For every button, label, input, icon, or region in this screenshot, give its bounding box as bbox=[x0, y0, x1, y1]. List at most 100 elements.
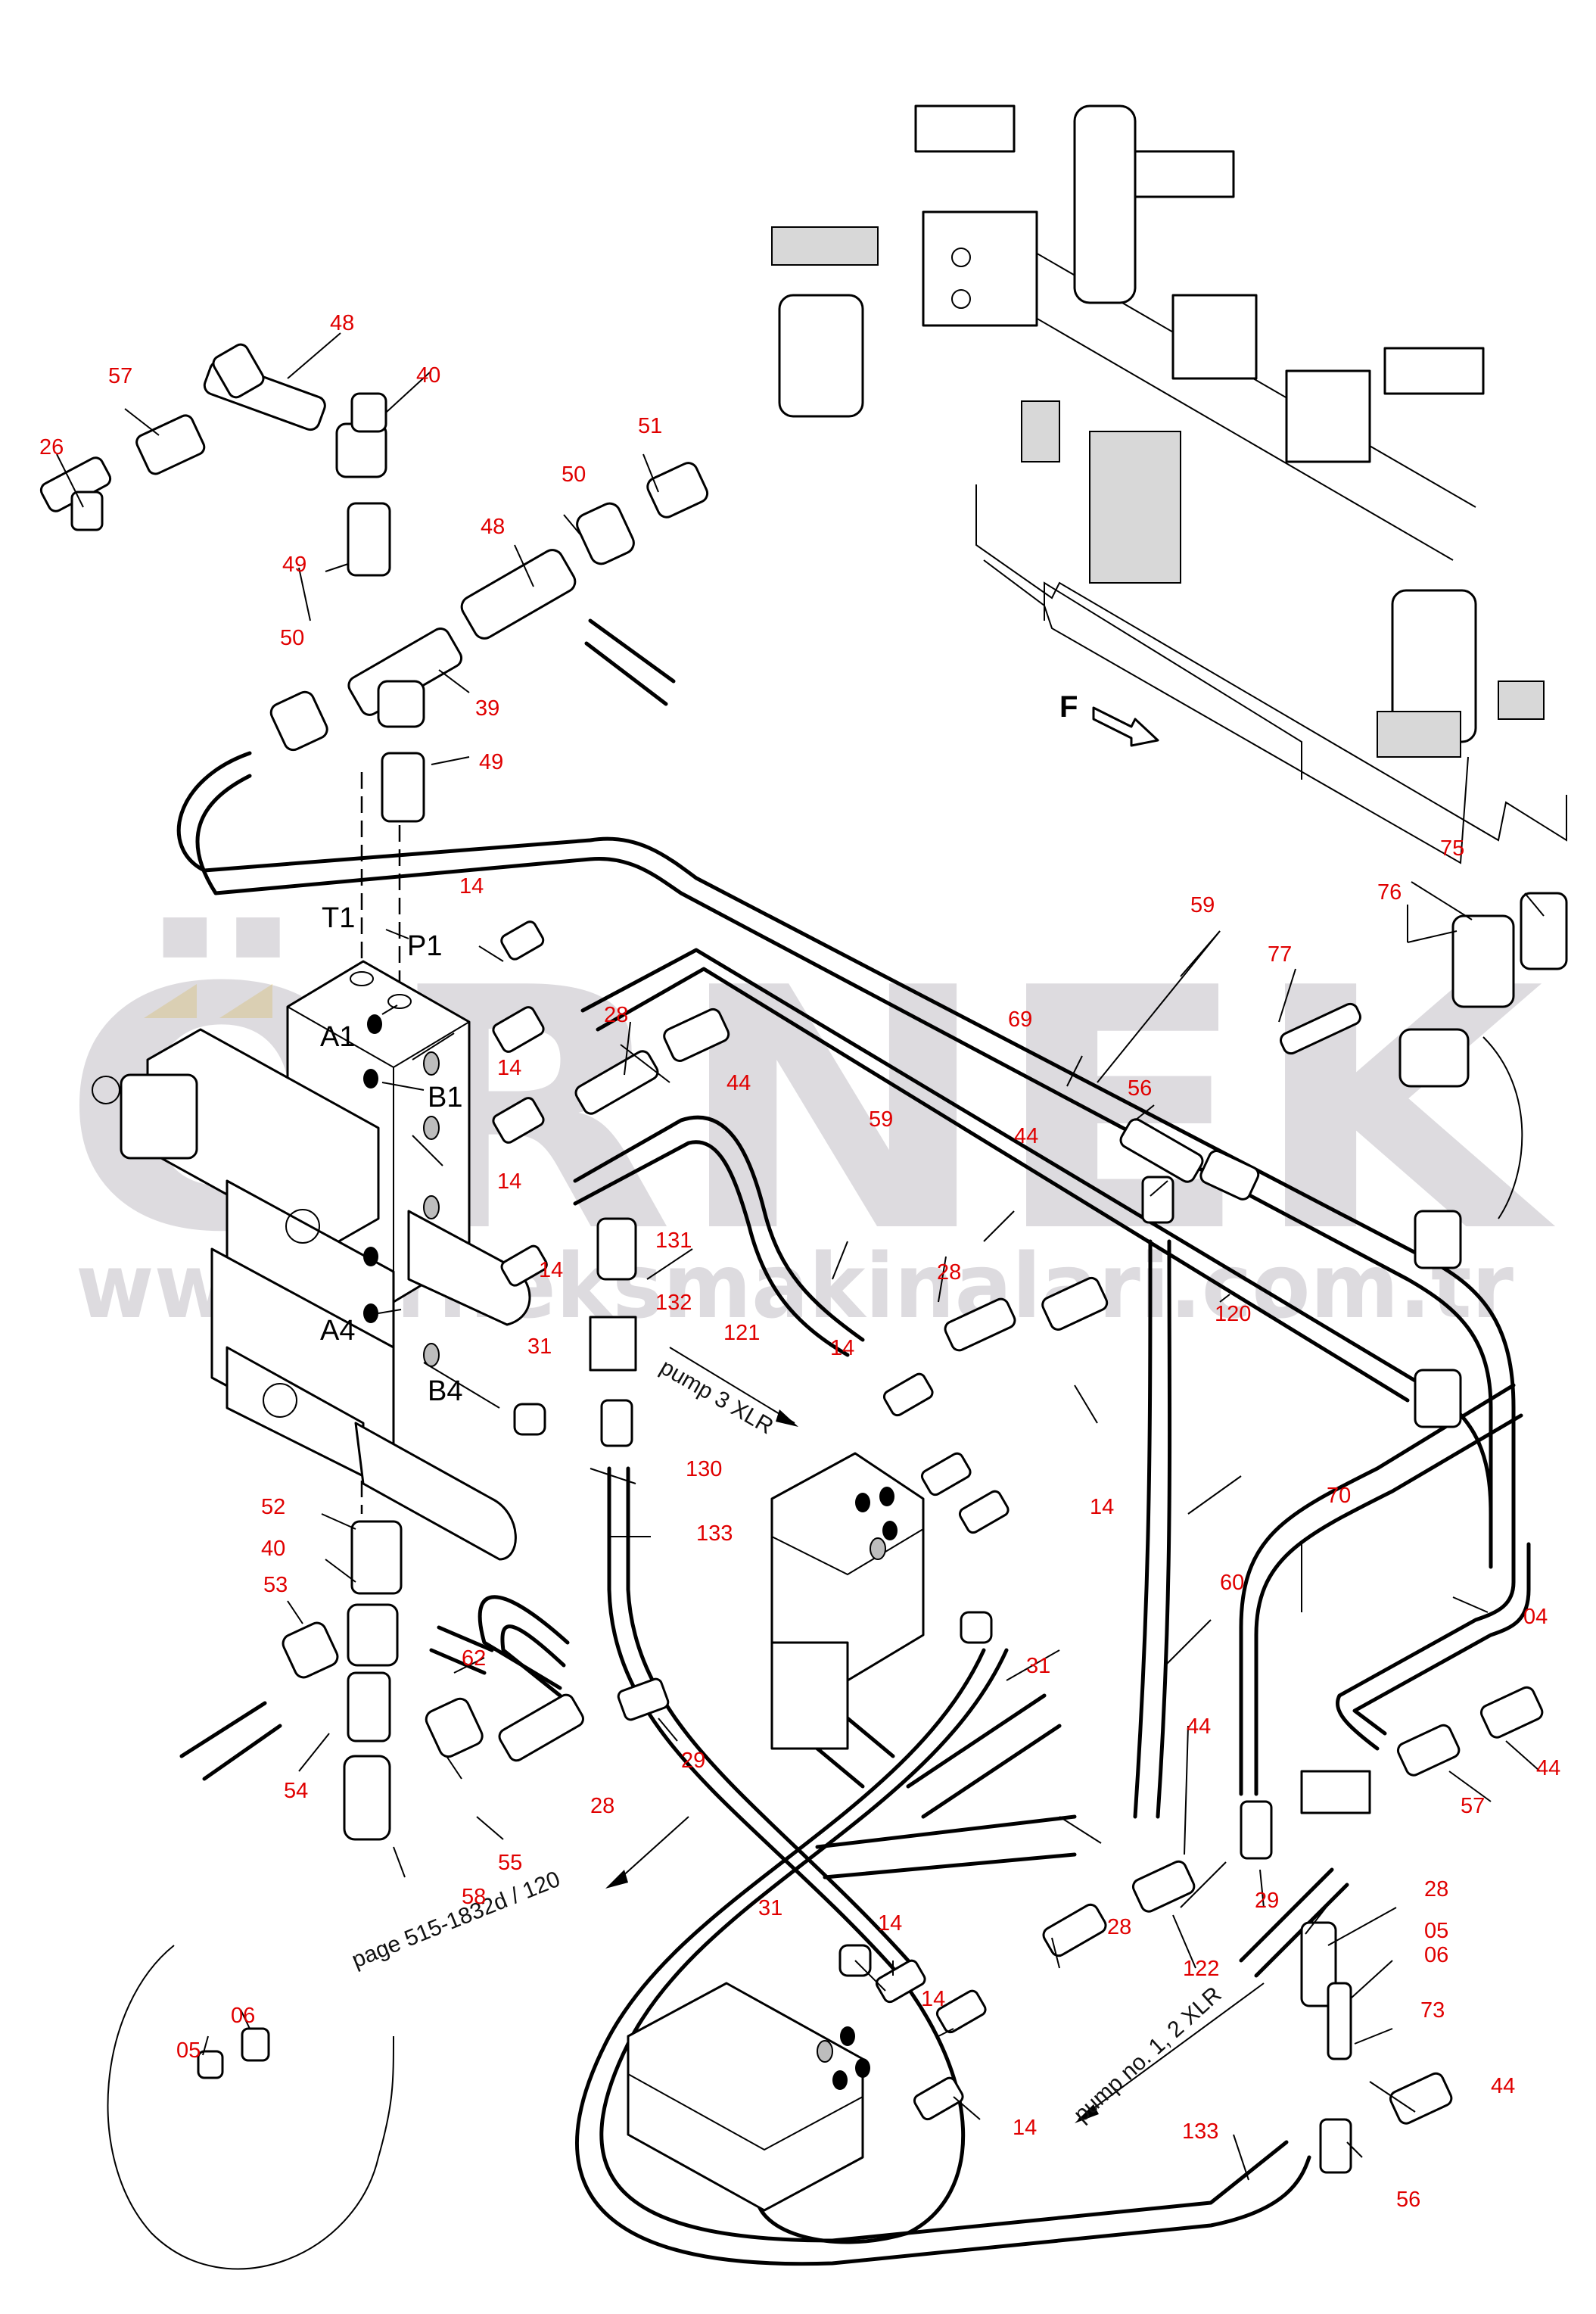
fitting-40-lower bbox=[347, 1603, 399, 1667]
note-arrows bbox=[605, 1347, 1265, 2123]
bottom-valve bbox=[1377, 711, 1461, 758]
callout-56: 56 bbox=[1128, 1076, 1152, 1101]
pipe-upper-return bbox=[815, 1814, 1077, 1849]
solenoid-coil-left bbox=[120, 1073, 198, 1160]
callout-44: 44 bbox=[1187, 1714, 1211, 1739]
pipe-133-loop bbox=[575, 1648, 1311, 2266]
callout-44: 44 bbox=[1014, 1124, 1038, 1148]
callout-133: 133 bbox=[1182, 2119, 1218, 2144]
solenoid-valve-3 bbox=[1383, 347, 1485, 395]
leader-lines bbox=[56, 332, 1545, 2181]
port-a1 bbox=[367, 1014, 382, 1034]
hose-left bbox=[179, 1701, 267, 1758]
callout-49: 49 bbox=[282, 553, 306, 577]
fitting-55 bbox=[425, 1697, 484, 1758]
callout-133: 133 bbox=[696, 1521, 733, 1546]
callout-122: 122 bbox=[1183, 1957, 1219, 1981]
callouts: 26 57 48 40 51 50 48 49 50 39 49 14 28 1… bbox=[39, 311, 1560, 2212]
direction-letter: F bbox=[1059, 690, 1078, 724]
note-page-ref: page 515-1832d / 120 bbox=[348, 1867, 564, 1973]
filter-left bbox=[778, 294, 864, 418]
callout-70: 70 bbox=[1327, 1484, 1351, 1508]
callout-14: 14 bbox=[921, 1987, 945, 2011]
callout-31: 31 bbox=[527, 1335, 552, 1359]
fitting-51 bbox=[646, 462, 709, 519]
callout-28: 28 bbox=[604, 1003, 628, 1027]
pipe-59-lower bbox=[573, 1115, 865, 1342]
fitting-57-top bbox=[135, 414, 206, 475]
port-label-a1: A1 bbox=[320, 1021, 355, 1053]
fitting-132 bbox=[589, 1316, 637, 1372]
callout-69: 69 bbox=[1008, 1008, 1032, 1032]
note-pump3: pump 3 XLR bbox=[656, 1354, 778, 1439]
power-unit-assembly: F bbox=[771, 104, 1567, 864]
fitting-131 bbox=[596, 1217, 637, 1281]
callout-28: 28 bbox=[1424, 1877, 1448, 1901]
callout-48: 48 bbox=[330, 311, 354, 335]
tube-73 bbox=[1327, 1982, 1352, 2060]
pipe-62 bbox=[478, 1595, 570, 1690]
fitting-49-top bbox=[347, 502, 391, 577]
callout-52: 52 bbox=[261, 1495, 285, 1519]
port-b1 bbox=[363, 1069, 378, 1088]
callout-04: 04 bbox=[1523, 1605, 1548, 1629]
small-valve bbox=[1021, 400, 1060, 462]
callout-14: 14 bbox=[539, 1258, 563, 1282]
fitting-50-mid bbox=[269, 690, 328, 752]
accumulator bbox=[1073, 104, 1137, 304]
fitting-29-right bbox=[1240, 1800, 1273, 1860]
mid-fittings bbox=[107, 892, 1568, 2270]
port-label-a4: A4 bbox=[320, 1315, 355, 1347]
callout-56: 56 bbox=[1396, 2188, 1420, 2212]
clamp-76-front bbox=[1398, 1028, 1470, 1088]
clamp-lower-2 bbox=[1414, 1369, 1462, 1428]
callout-29: 29 bbox=[1255, 1889, 1279, 1913]
fitting-44-lower bbox=[1131, 1860, 1196, 1913]
fitting-56-top bbox=[1119, 1118, 1204, 1183]
callout-62: 62 bbox=[462, 1646, 486, 1671]
callout-26: 26 bbox=[39, 435, 64, 459]
detail-circle bbox=[107, 1945, 394, 2270]
callout-55: 55 bbox=[498, 1851, 522, 1875]
callout-06: 06 bbox=[1424, 1943, 1448, 1967]
fitting-44-top bbox=[663, 1008, 730, 1062]
callout-53: 53 bbox=[263, 1573, 288, 1597]
callout-59: 59 bbox=[1190, 893, 1215, 917]
clamp-lower-1 bbox=[1414, 1210, 1462, 1269]
callout-28: 28 bbox=[590, 1794, 614, 1818]
callout-60: 60 bbox=[1220, 1571, 1244, 1595]
port-labels: T1 P1 A1 B1 A4 B4 bbox=[320, 902, 462, 1407]
callout-29: 29 bbox=[681, 1749, 705, 1773]
callout-40: 40 bbox=[261, 1537, 285, 1561]
solenoid-valve-1 bbox=[914, 104, 1016, 153]
fitting-28-left bbox=[498, 1693, 584, 1762]
fitting-130 bbox=[600, 1399, 633, 1447]
callout-05: 05 bbox=[1424, 1919, 1448, 1943]
callout-05: 05 bbox=[176, 2038, 201, 2063]
callout-120: 120 bbox=[1215, 1302, 1251, 1326]
callout-77: 77 bbox=[1268, 942, 1292, 967]
port-b4 bbox=[423, 1343, 440, 1367]
watermark-accent-right bbox=[219, 984, 272, 1018]
fitting-05-detail bbox=[197, 2050, 224, 2079]
callout-14: 14 bbox=[459, 874, 484, 899]
fitting-52 bbox=[350, 1520, 403, 1595]
bolt-77 bbox=[1280, 1002, 1361, 1055]
port-label-t1: T1 bbox=[322, 902, 355, 934]
pipe-59-outer bbox=[176, 751, 1516, 1569]
tee-block-57 bbox=[1300, 1770, 1371, 1814]
lower-valve-blocks bbox=[627, 1452, 925, 2212]
fitting-49-mid bbox=[381, 752, 425, 823]
callout-54: 54 bbox=[284, 1779, 308, 1803]
fitting-06-detail bbox=[241, 2027, 270, 2062]
pipe-04 bbox=[1335, 1542, 1516, 1751]
port-label-b1: B1 bbox=[428, 1082, 462, 1113]
callout-44: 44 bbox=[726, 1071, 751, 1095]
callout-57: 57 bbox=[1461, 1794, 1485, 1818]
pressure-valve-block bbox=[1285, 369, 1371, 463]
callout-14: 14 bbox=[1090, 1495, 1114, 1519]
fitting-58 bbox=[343, 1755, 391, 1841]
callout-50: 50 bbox=[280, 626, 304, 650]
pipe-59-inner bbox=[195, 774, 1493, 1569]
fitting-44-right bbox=[1479, 1686, 1544, 1739]
